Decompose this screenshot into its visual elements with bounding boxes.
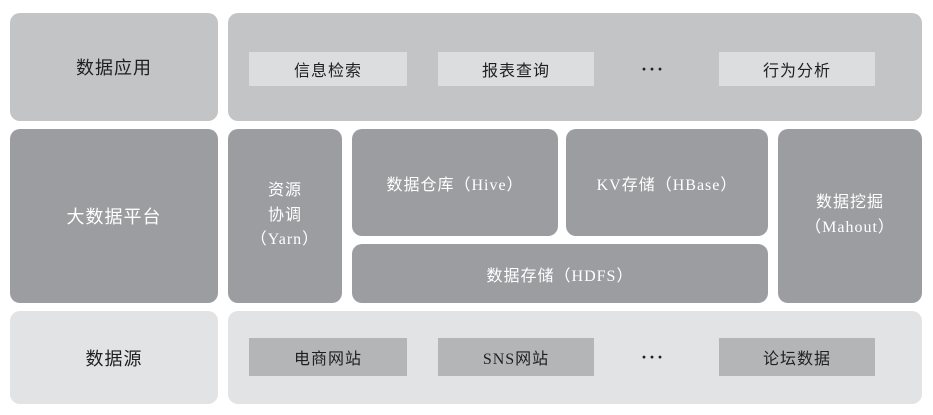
data-warehouse-hive-label: 数据仓库（Hive） [386, 176, 524, 194]
chip-behavior-analysis-label: 行为分析 [762, 63, 831, 80]
chip-information-retrieval: 信息检索 [249, 52, 407, 86]
chip-sns-site-label: SNS网站 [482, 351, 550, 368]
box-data-application: 数据应用 [10, 13, 218, 121]
kv-store-hbase-label: KV存储（HBase） [596, 176, 738, 194]
chip-report-query: 报表查询 [438, 52, 594, 86]
source-layer-container: 电商网站 SNS网站 ··· 论坛数据 [228, 311, 922, 404]
box-data-source: 数据源 [10, 311, 218, 404]
chip-ecommerce-site-label: 电商网站 [293, 351, 362, 368]
ellipsis-sources: ··· [640, 346, 665, 367]
chip-forum-data-label: 论坛数据 [762, 351, 831, 368]
box-data-mining-mahout: 数据挖掘 （Mahout） [778, 129, 922, 303]
data-source-label: 数据源 [85, 348, 143, 369]
chip-information-retrieval-label: 信息检索 [293, 63, 362, 80]
chip-report-query-label: 报表查询 [481, 63, 550, 80]
yarn-line-2: 协调 [267, 206, 302, 224]
chip-ecommerce-site: 电商网站 [249, 338, 407, 376]
box-big-data-platform: 大数据平台 [10, 129, 218, 303]
ellipsis-applications: ··· [640, 58, 665, 79]
box-data-warehouse-hive: 数据仓库（Hive） [352, 129, 558, 236]
big-data-platform-label: 大数据平台 [66, 207, 162, 227]
data-mining-mahout-label: 数据挖掘 （Mahout） [805, 191, 895, 241]
mahout-line-2: （Mahout） [805, 219, 895, 236]
chip-sns-site: SNS网站 [438, 338, 594, 376]
application-layer-container: 信息检索 报表查询 ··· 行为分析 [228, 13, 922, 121]
resource-coordination-yarn-label: 资源 协调 （Yarn） [251, 179, 319, 253]
chip-forum-data: 论坛数据 [719, 338, 875, 376]
yarn-line-1: 资源 [267, 181, 302, 199]
mahout-line-1: 数据挖掘 [815, 194, 884, 212]
yarn-line-3: （Yarn） [250, 231, 320, 249]
box-resource-coordination-yarn: 资源 协调 （Yarn） [228, 129, 342, 303]
data-storage-hdfs-label: 数据存储（HDFS） [486, 267, 634, 285]
box-data-storage-hdfs: 数据存储（HDFS） [352, 244, 768, 303]
data-application-label: 数据应用 [76, 58, 152, 78]
chip-behavior-analysis: 行为分析 [719, 52, 875, 86]
box-kv-store-hbase: KV存储（HBase） [566, 129, 768, 236]
